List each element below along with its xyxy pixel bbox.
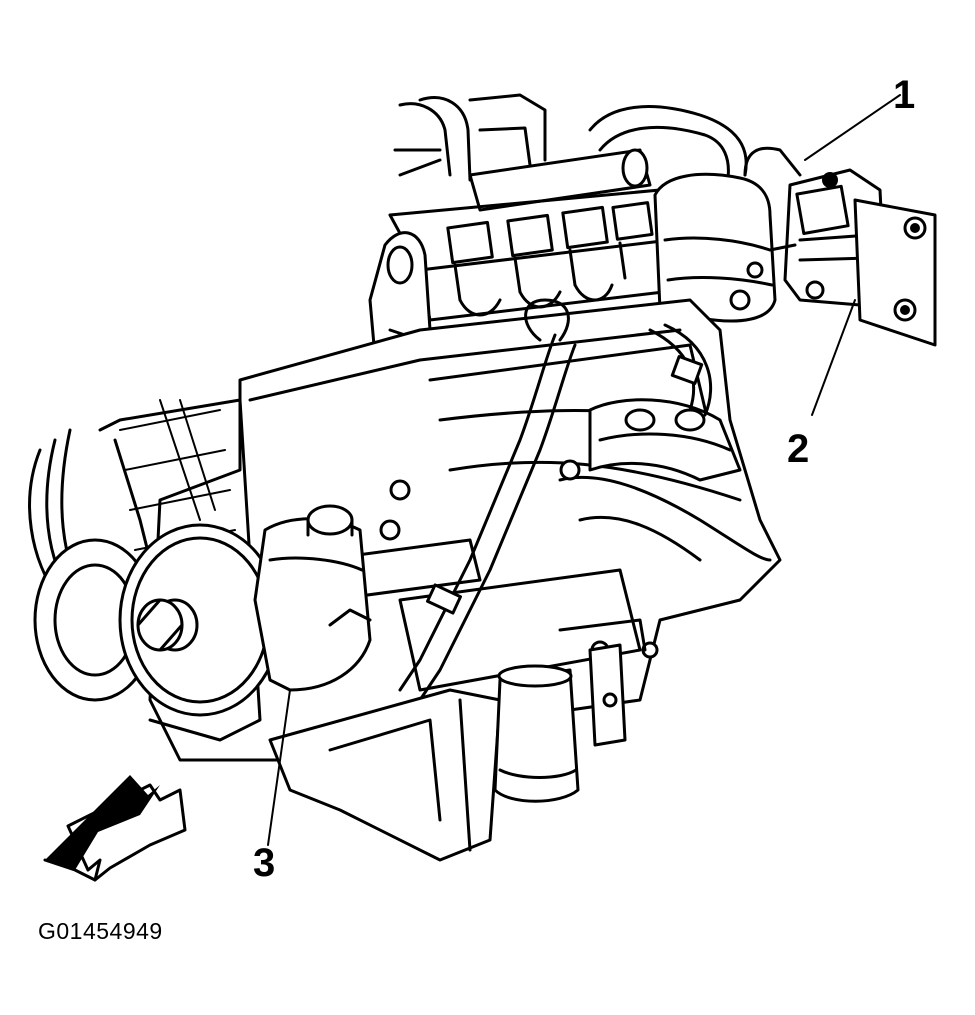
callout-1: 1 <box>893 73 915 117</box>
intake-plenum <box>653 172 777 323</box>
lower-bracket <box>558 618 647 747</box>
exhaust-manifold <box>588 398 742 482</box>
oil-pan <box>268 688 502 862</box>
leader-line-2 <box>811 299 856 416</box>
oil-filter <box>493 664 580 803</box>
figure-id: G01454949 <box>38 918 163 944</box>
side-hose <box>648 323 713 417</box>
power-steering-pulley <box>118 523 282 717</box>
callout-3: 3 <box>253 841 275 885</box>
mounting-bracket <box>853 198 937 347</box>
callout-2: 2 <box>787 427 809 471</box>
leader-line-3 <box>267 689 291 846</box>
leader-line-1 <box>804 94 901 161</box>
upper-hoses <box>393 93 748 212</box>
belt-and-pulleys <box>28 398 262 742</box>
dipstick-tube <box>398 298 577 702</box>
leader-lines <box>267 94 901 846</box>
power-steering-reservoir <box>253 504 372 692</box>
front-direction-arrow-icon <box>43 775 187 882</box>
